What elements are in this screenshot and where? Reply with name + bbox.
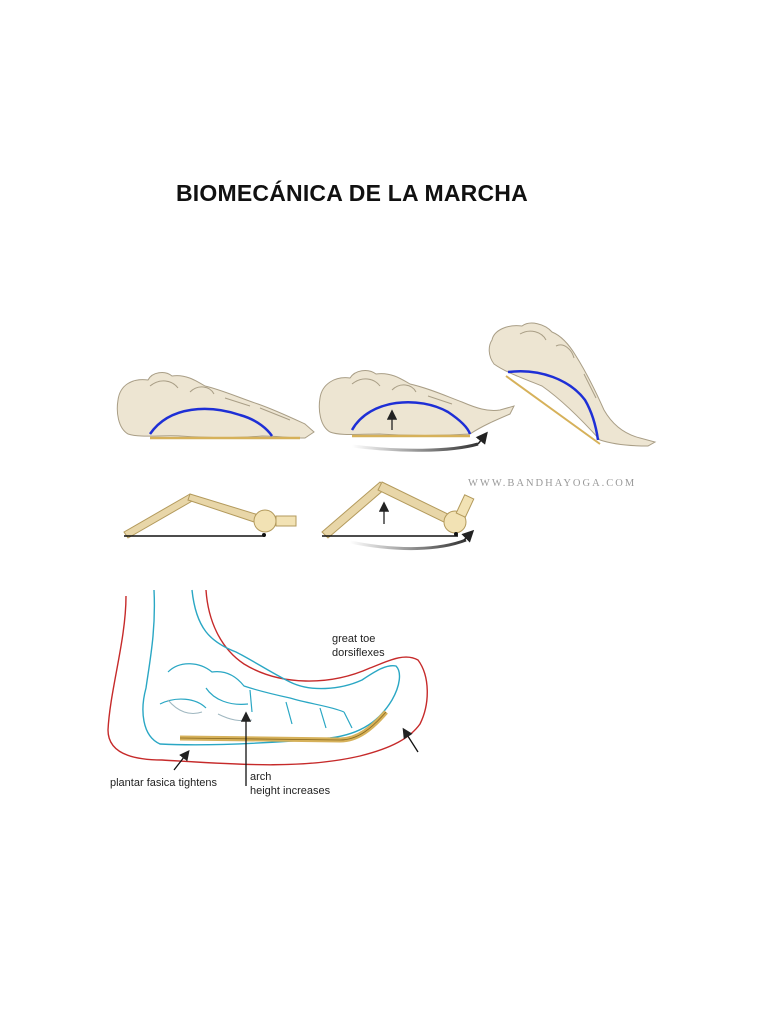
foot-skeleton-heel-raised — [488, 322, 657, 447]
bone-outline — [142, 589, 401, 746]
label-height-increases: height increases — [250, 785, 331, 797]
plantar-fascia — [179, 710, 388, 743]
rotation-arrow — [349, 538, 467, 551]
watermark: WWW.BANDHAYOGA.COM — [468, 478, 636, 489]
rotation-arrow — [351, 442, 479, 452]
fascia-pointer-arrow — [173, 749, 190, 771]
foot-outline-drawing — [107, 589, 428, 786]
label-dorsiflexes: dorsiflexes — [332, 647, 385, 659]
arch-curve — [507, 370, 600, 441]
document-title: BIOMECÁNICA DE LA MARCHA — [176, 180, 528, 206]
foot-skeleton-neutral — [116, 372, 315, 440]
arch-curve — [148, 407, 274, 437]
windlass-diagram-neutral — [123, 493, 297, 539]
label-arch: arch — [250, 771, 271, 783]
toe-pointer-arrow — [402, 727, 419, 753]
windlass-diagram-engaged — [321, 481, 475, 551]
label-plantar-fascia: plantar fasica tightens — [110, 777, 218, 789]
foot-skeleton-toe-raised — [318, 370, 515, 452]
plantar-fascia — [505, 375, 601, 445]
arch-curve — [350, 401, 472, 435]
label-great-toe: great toe — [332, 633, 375, 645]
